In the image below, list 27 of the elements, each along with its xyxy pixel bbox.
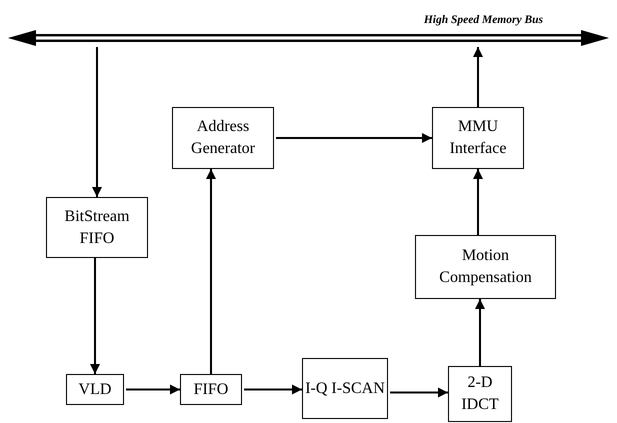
block-label: MMU Interface — [448, 117, 508, 159]
bus-label: High Speed Memory Bus — [424, 14, 543, 28]
arrow — [390, 388, 448, 398]
block-label: BitStream FIFO — [64, 206, 130, 248]
block-label: VLD — [78, 380, 112, 400]
process-box — [415, 235, 556, 299]
arrow — [206, 169, 216, 374]
arrow — [126, 384, 180, 394]
process-box — [66, 374, 124, 405]
arrow — [90, 258, 100, 374]
arrow — [276, 133, 432, 143]
block-label: FIFO — [194, 380, 228, 400]
block-label: 2-D IDCT — [460, 373, 500, 415]
arrow — [475, 299, 485, 366]
process-box — [46, 197, 148, 258]
block-label: Address Generator — [190, 117, 256, 159]
block-label: I-Q I-SCAN — [305, 378, 385, 399]
process-box — [432, 107, 524, 169]
process-box — [180, 374, 242, 405]
arrow — [92, 47, 102, 197]
arrow — [244, 384, 302, 394]
arrow — [473, 169, 483, 235]
arrow — [473, 47, 483, 107]
process-box — [448, 366, 512, 422]
block-label: Motion Compensation — [438, 246, 533, 288]
process-box — [172, 107, 274, 169]
process-box — [302, 358, 388, 419]
